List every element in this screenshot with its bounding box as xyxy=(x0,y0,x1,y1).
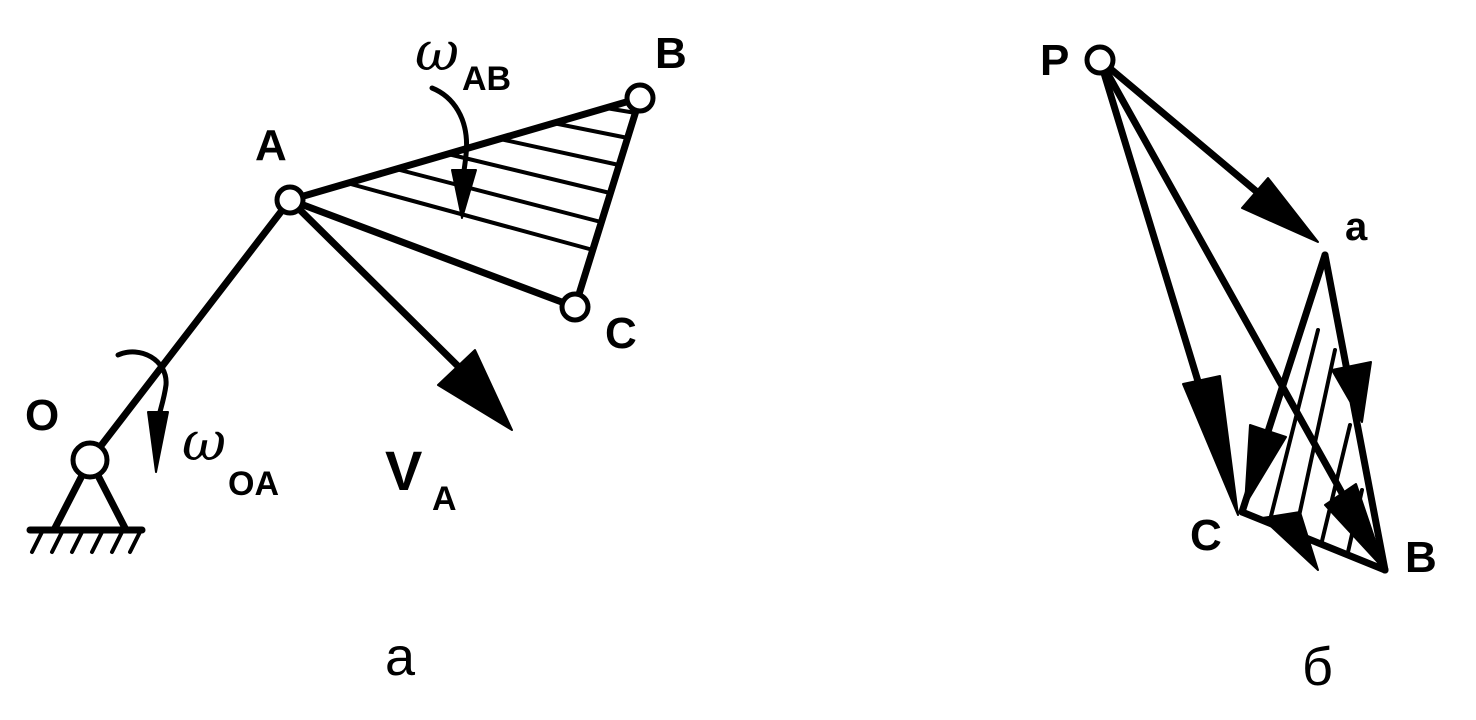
velocity-VA-arrow xyxy=(291,201,513,431)
ground-hatch xyxy=(30,530,44,554)
hatch-line xyxy=(394,167,603,224)
label-C: C xyxy=(605,309,637,358)
velocity-VA-symbol: V xyxy=(385,439,422,502)
joint-B xyxy=(624,82,656,114)
velocity-plan-diagram: P a C B б xyxy=(1040,36,1437,697)
hatch-line xyxy=(345,181,595,252)
ground-hatch xyxy=(50,530,64,554)
omega-OA-arc xyxy=(115,349,169,423)
ground-hatch xyxy=(90,530,104,554)
joint-C xyxy=(559,291,591,323)
ground-support xyxy=(26,456,146,554)
label-O: O xyxy=(25,391,59,440)
omega-OA-subscript: OA xyxy=(228,465,279,503)
ground-hatch xyxy=(110,530,124,554)
omega-AB-subscript: AB xyxy=(462,60,511,98)
velocity-VA-subscript: A xyxy=(432,480,457,518)
omega-AB-arrow xyxy=(429,85,477,219)
ray-P-c-arrowhead xyxy=(1182,375,1239,516)
pole-P xyxy=(1084,44,1116,76)
link-OA xyxy=(86,196,294,464)
hatch-line xyxy=(1268,328,1320,522)
ground-hatch xyxy=(70,530,84,554)
hatch-line xyxy=(1346,488,1364,554)
hatch-line xyxy=(551,121,630,140)
label-P: P xyxy=(1040,36,1069,85)
hatch-line xyxy=(498,137,621,167)
velocity-VA-shaft xyxy=(291,201,474,382)
joint-A xyxy=(274,184,306,216)
joint-O xyxy=(70,440,110,480)
caption-a: а xyxy=(385,627,416,687)
omega-AB-arc xyxy=(429,85,470,181)
side-a-b-arrowhead xyxy=(1331,361,1372,423)
label-B: B xyxy=(655,29,687,78)
hatch-line xyxy=(1320,423,1352,543)
ground-hatch xyxy=(128,530,142,554)
hatch-line xyxy=(604,106,638,115)
caption-b: б xyxy=(1302,637,1333,697)
omega-OA-arrowhead xyxy=(147,411,169,473)
link-ABC xyxy=(286,94,644,311)
side-a-c-arrowhead xyxy=(1244,424,1287,506)
label-b: B xyxy=(1405,533,1437,582)
side-c-b-arrowhead xyxy=(1261,511,1319,571)
label-c: C xyxy=(1190,511,1222,560)
omega-AB-arrowhead xyxy=(451,169,477,219)
velocity-VA-arrowhead xyxy=(437,349,513,431)
label-A: A xyxy=(255,121,287,170)
side-AC xyxy=(286,196,579,311)
omega-OA-symbol: ω xyxy=(182,410,226,473)
hatch-line xyxy=(446,152,612,195)
hatch-line xyxy=(1294,348,1337,532)
side-a-b xyxy=(1321,251,1389,574)
ray-P-a-arrowhead xyxy=(1241,177,1319,243)
omega-AB-symbol: ω xyxy=(415,20,459,83)
omega-OA-arrow xyxy=(115,349,169,473)
mechanism-diagram: O A B C ω OA ω AB V A а xyxy=(25,20,687,687)
side-BC xyxy=(571,94,644,311)
label-a: a xyxy=(1345,205,1368,249)
